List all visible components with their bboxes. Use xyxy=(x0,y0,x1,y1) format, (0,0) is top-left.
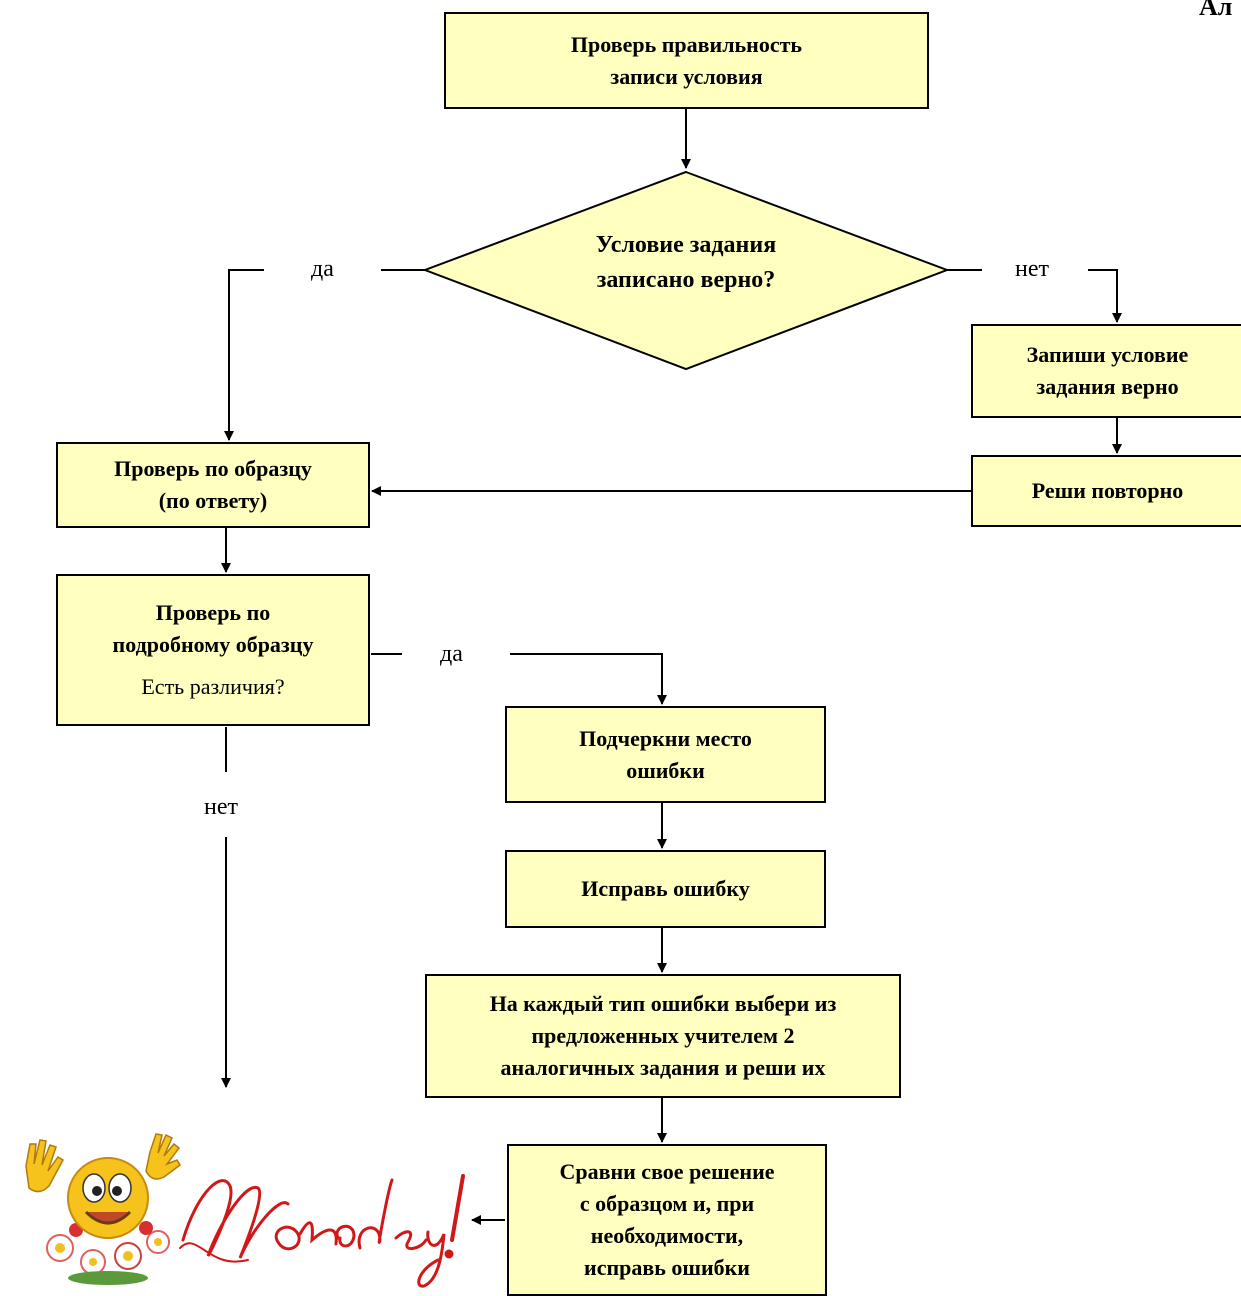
node-text: (по ответу) xyxy=(158,488,268,513)
edge-label-no: нет xyxy=(200,795,242,819)
node-text: Сравни свое решение xyxy=(559,1159,775,1185)
arrow-diff-yes-to-underline xyxy=(510,653,667,705)
node-choose-tasks: На каждый тип ошибки выбери из предложен… xyxy=(425,974,901,1098)
node-text: необходимости, xyxy=(590,1223,744,1248)
node-text: предложенных учителем 2 xyxy=(531,1023,795,1049)
node-text: с образцом и, при xyxy=(579,1191,755,1217)
node-compare: Сравни свое решение с образцом и, при не… xyxy=(507,1144,827,1296)
node-fix: Исправь ошибку xyxy=(505,850,826,928)
node-text: записано верно? xyxy=(596,266,776,293)
node-check-detailed: Проверь по подробному образцу Есть разли… xyxy=(56,574,370,726)
node-text: записи условия xyxy=(610,63,763,89)
node-text: Проверь правильность xyxy=(570,31,803,57)
arrow-yes-to-check-sample xyxy=(224,269,264,441)
node-text: исправь ошибки xyxy=(584,1254,750,1280)
molodets-script xyxy=(179,1174,465,1288)
edge-label-no: нет xyxy=(1011,257,1053,281)
node-text: Исправь ошибку xyxy=(581,876,750,902)
praise-artwork xyxy=(25,1133,465,1288)
node-resolve: Реши повторно xyxy=(971,455,1241,527)
node-text: Подчеркни место xyxy=(579,725,752,751)
node-text: Реши повторно xyxy=(1031,478,1184,504)
flowers-icon xyxy=(46,1221,170,1285)
node-text: задания верно xyxy=(1036,374,1179,399)
node-text: Проверь по xyxy=(155,600,271,626)
node-text: ошибки xyxy=(626,757,705,783)
node-text: Условие задания xyxy=(595,232,777,258)
node-text: Запиши условие xyxy=(1026,342,1189,368)
decision-text: Условие задания записано верно? xyxy=(536,228,836,298)
decision-diamond xyxy=(422,170,950,371)
node-rewrite: Запиши условие задания верно xyxy=(971,324,1241,418)
edge-label-yes: да xyxy=(436,642,467,666)
smiley-icon xyxy=(67,1157,149,1239)
waving-hand-icon xyxy=(25,1133,181,1193)
corner-heading-fragment: Ал xyxy=(1199,0,1233,21)
node-check-sample: Проверь по образцу (по ответу) xyxy=(56,442,370,528)
node-question: Есть различия? xyxy=(141,673,285,699)
node-underline: Подчеркни место ошибки xyxy=(505,706,826,803)
edge-label-yes: да xyxy=(307,257,338,281)
node-check-condition: Проверь правильность записи условия xyxy=(444,12,929,109)
arrow-no-to-rewrite xyxy=(1088,269,1122,323)
node-text: подробному образцу xyxy=(112,632,314,658)
node-text: Проверь по образцу xyxy=(114,456,312,482)
node-text: На каждый тип ошибки выбери из xyxy=(489,991,837,1017)
node-text: аналогичных задания и реши их xyxy=(500,1054,826,1080)
